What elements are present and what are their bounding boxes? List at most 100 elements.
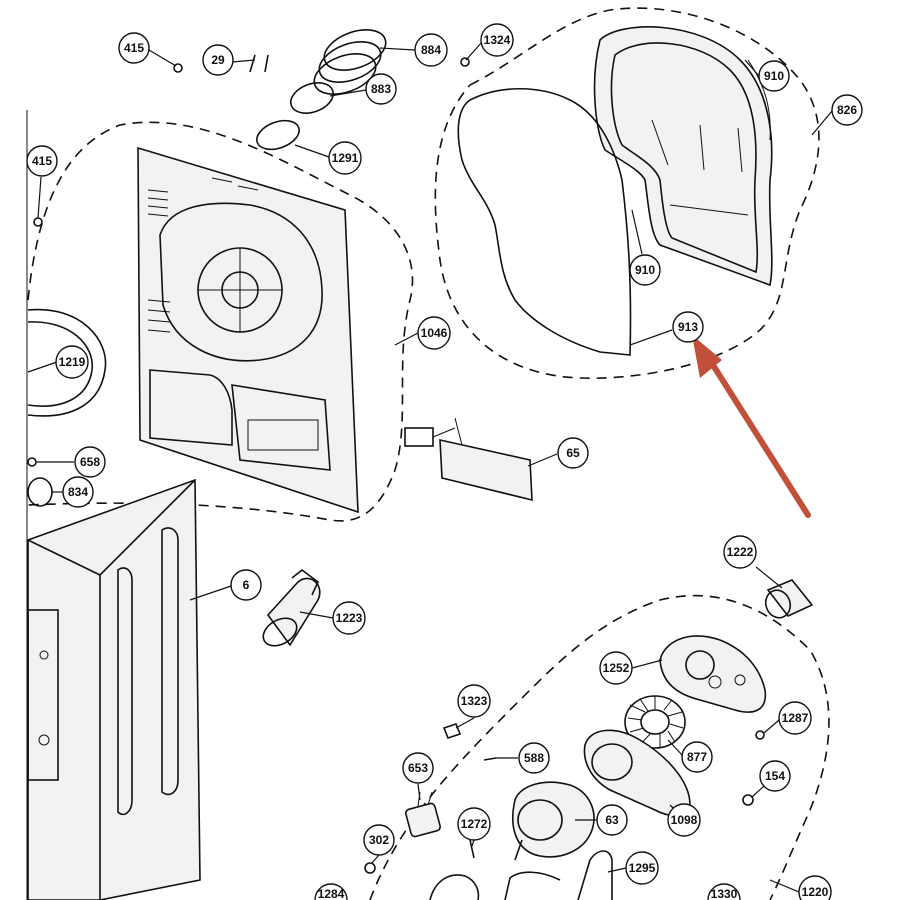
callout-label: 29 bbox=[211, 53, 225, 67]
heater-element bbox=[404, 417, 533, 502]
callout-label: 1098 bbox=[671, 813, 698, 827]
washer-302 bbox=[364, 862, 376, 874]
callout-1272: 1272 bbox=[457, 807, 491, 841]
callout-label: 1284 bbox=[318, 887, 345, 900]
capacitor bbox=[404, 791, 442, 838]
callout-label: 1046 bbox=[421, 326, 448, 340]
callout-1098: 1098 bbox=[667, 803, 701, 837]
callout-1324: 1324 bbox=[480, 23, 514, 57]
nut-1323 bbox=[442, 723, 462, 739]
callout-label: 1291 bbox=[332, 151, 359, 165]
callout-label: 415 bbox=[32, 154, 52, 168]
callout-1330: 1330 bbox=[707, 883, 741, 900]
callout-415-left: 415 bbox=[26, 145, 58, 177]
lint-part bbox=[27, 477, 53, 507]
exhaust-duct bbox=[313, 29, 387, 95]
motor-mount-1295 bbox=[577, 850, 613, 900]
screw-1272 bbox=[469, 839, 475, 859]
callout-label: 302 bbox=[369, 833, 389, 847]
callout-label: 910 bbox=[635, 263, 655, 277]
callout-label: 415 bbox=[124, 41, 144, 55]
callout-label: 1219 bbox=[59, 355, 86, 369]
callout-154: 154 bbox=[759, 760, 791, 792]
duct-ring bbox=[256, 119, 300, 151]
door-ring-inner bbox=[27, 321, 93, 407]
callout-658: 658 bbox=[74, 446, 106, 478]
callout-label: 154 bbox=[765, 769, 785, 783]
callout-label: 65 bbox=[566, 446, 580, 460]
callout-884: 884 bbox=[414, 33, 448, 67]
callout-label: 834 bbox=[68, 485, 88, 499]
drum-bulkhead bbox=[593, 26, 773, 287]
callout-label: 884 bbox=[421, 43, 441, 57]
callout-label: 1323 bbox=[461, 694, 488, 708]
callout-302: 302 bbox=[363, 824, 395, 856]
blower-assembly-outline bbox=[369, 594, 830, 900]
callout-label: 658 bbox=[80, 455, 100, 469]
callout-883: 883 bbox=[365, 73, 397, 105]
callout-label: 877 bbox=[687, 750, 707, 764]
callout-label: 1287 bbox=[782, 711, 809, 725]
callout-label: 1324 bbox=[484, 33, 511, 47]
blower-housing bbox=[659, 635, 767, 713]
inlet-duct bbox=[262, 568, 321, 647]
callout-653: 653 bbox=[402, 752, 434, 784]
callout-1222: 1222 bbox=[723, 535, 757, 569]
callout-1291: 1291 bbox=[328, 141, 362, 175]
callout-label: 1295 bbox=[629, 861, 656, 875]
callout-6: 6 bbox=[230, 569, 262, 601]
callout-1046: 1046 bbox=[417, 316, 451, 350]
callout-29: 29 bbox=[202, 44, 234, 76]
cabinet bbox=[27, 478, 201, 900]
door-ring bbox=[27, 308, 107, 417]
callout-1323: 1323 bbox=[457, 684, 491, 718]
sleeve-1222 bbox=[764, 579, 814, 619]
drum-seal bbox=[457, 88, 632, 356]
callout-label: 910 bbox=[764, 69, 784, 83]
callout-826: 826 bbox=[831, 94, 863, 126]
callout-label: 6 bbox=[243, 578, 250, 592]
callout-label: 1272 bbox=[461, 817, 488, 831]
callout-1220: 1220 bbox=[798, 875, 832, 900]
callout-1219: 1219 bbox=[55, 345, 89, 379]
callout-1295: 1295 bbox=[625, 851, 659, 885]
washer-154 bbox=[742, 794, 754, 806]
callout-910-lower: 910 bbox=[629, 254, 661, 286]
callout-415-top: 415 bbox=[118, 32, 150, 64]
washer-part bbox=[27, 457, 37, 467]
rear-panel bbox=[137, 146, 359, 514]
callout-913: 913 bbox=[672, 311, 704, 343]
callout-588: 588 bbox=[518, 742, 550, 774]
leader-lines bbox=[27, 41, 833, 893]
callout-label: 883 bbox=[371, 82, 391, 96]
callout-label: 1220 bbox=[802, 885, 829, 899]
bulkhead-assembly-outline bbox=[434, 7, 820, 379]
callout-1223: 1223 bbox=[332, 601, 366, 635]
duct-clamp bbox=[289, 82, 335, 114]
callout-label: 653 bbox=[408, 761, 428, 775]
callout-1287: 1287 bbox=[778, 701, 812, 735]
drive-motor bbox=[511, 781, 595, 861]
pointer-arrow bbox=[692, 335, 811, 518]
callout-1284: 1284 bbox=[314, 883, 348, 900]
callout-label: 1223 bbox=[336, 611, 363, 625]
rear-panel-assembly-outline bbox=[27, 121, 414, 522]
bracket-left bbox=[429, 874, 480, 900]
callout-label: 1252 bbox=[603, 661, 630, 675]
callout-63: 63 bbox=[596, 804, 628, 836]
callout-834: 834 bbox=[62, 476, 94, 508]
callout-label: 913 bbox=[678, 320, 698, 334]
screw-588 bbox=[483, 757, 497, 761]
callout-label: 63 bbox=[605, 813, 619, 827]
callout-877: 877 bbox=[681, 741, 713, 773]
callout-1252: 1252 bbox=[599, 651, 633, 685]
callout-label: 826 bbox=[837, 103, 857, 117]
callout-65: 65 bbox=[557, 437, 589, 469]
callout-label: 1330 bbox=[711, 887, 738, 900]
callout-label: 1222 bbox=[727, 545, 754, 559]
callout-label: 588 bbox=[524, 751, 544, 765]
callout-910-top: 910 bbox=[758, 60, 790, 92]
bracket-right bbox=[504, 871, 561, 900]
